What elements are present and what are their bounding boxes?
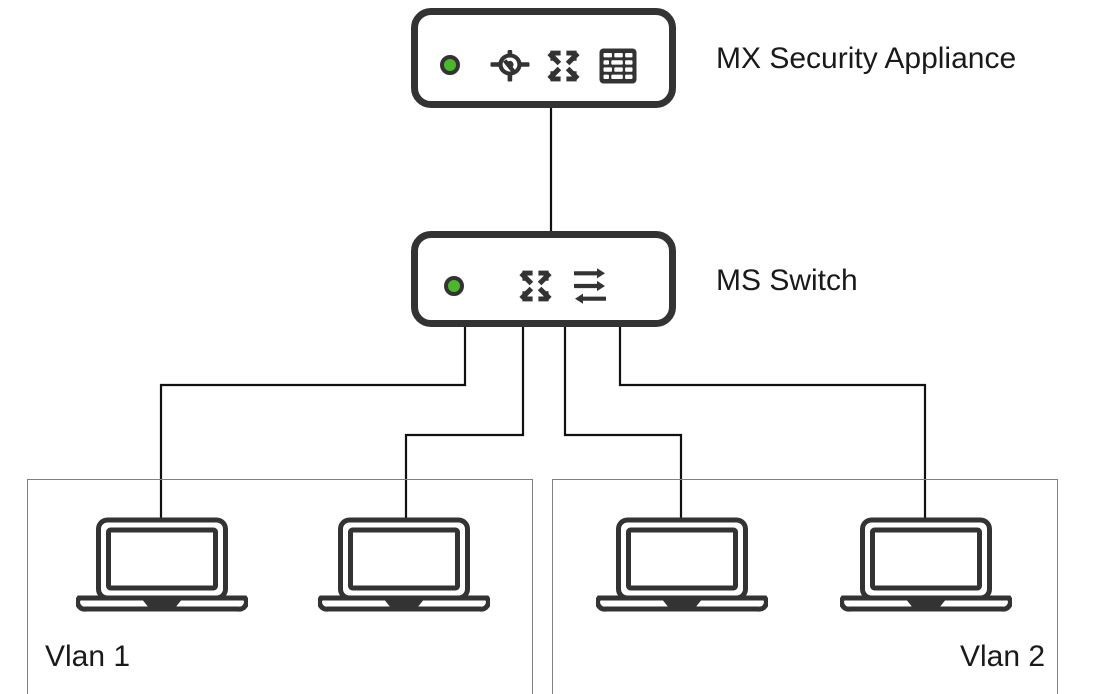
vlan-group-vlan2	[552, 479, 1058, 694]
status-led-icon	[440, 55, 460, 75]
link-ms-to-vlan2-laptop-1	[563, 327, 683, 519]
device-label-mx: MX Security Appliance	[716, 42, 1017, 75]
laptop-icon[interactable]	[596, 517, 768, 615]
link-ms-to-vlan2-laptop-2	[618, 327, 927, 519]
vlan-group-vlan1	[27, 479, 533, 694]
traffic-arrows-icon	[572, 266, 608, 306]
status-led-icon	[444, 276, 464, 296]
laptop-icon[interactable]	[76, 517, 248, 615]
ms-icon-group	[516, 266, 608, 306]
link-ms-to-vlan1-laptop-1	[159, 327, 467, 519]
device-mx-security-appliance[interactable]	[411, 8, 676, 108]
device-ms-switch[interactable]	[411, 231, 676, 327]
vlan-label-vlan1: Vlan 1	[45, 640, 131, 673]
vpn-globe-icon	[490, 48, 530, 84]
laptop-icon[interactable]	[840, 517, 1012, 615]
switching-arrows-icon	[544, 47, 584, 85]
link-ms-to-vlan1-laptop-2	[404, 327, 525, 519]
vlan-label-vlan2: Vlan 2	[960, 640, 1046, 673]
device-label-ms: MS Switch	[716, 264, 858, 297]
laptop-icon[interactable]	[318, 517, 490, 615]
switching-arrows-icon	[516, 267, 556, 305]
mx-icon-group	[490, 47, 638, 85]
firewall-brick-icon	[598, 47, 638, 85]
